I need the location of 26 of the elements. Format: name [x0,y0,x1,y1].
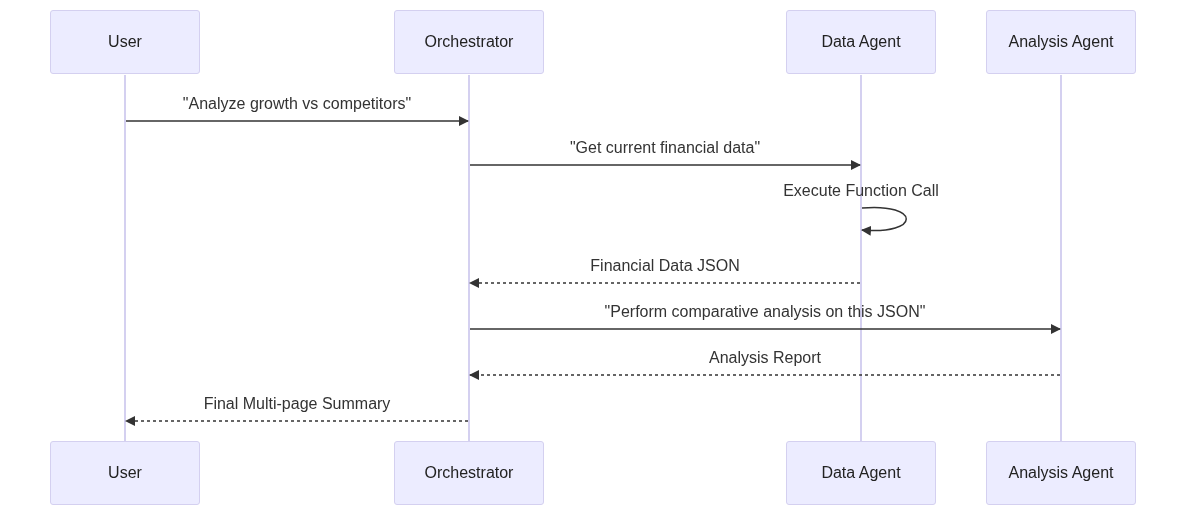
participant-box: Data Agent [786,441,936,505]
reply-arrow [125,416,469,426]
lifeline [468,75,470,441]
self-message-arrow [861,206,907,236]
participant-box: Orchestrator [394,10,544,74]
lifeline [860,75,862,441]
lifeline [1060,75,1062,441]
message-arrow [125,116,469,126]
message-label: "Analyze growth vs competitors" [182,95,412,113]
reply-arrow [469,278,861,288]
message-label: Final Multi-page Summary [203,395,391,413]
participant-box: Analysis Agent [986,10,1136,74]
message-label: Analysis Report [709,349,821,367]
participant-box: Analysis Agent [986,441,1136,505]
message-label: "Perform comparative analysis on this JSON" [604,303,926,321]
participant-box: User [50,10,200,74]
reply-arrow [469,370,1061,380]
message-label: Execute Function Call [783,182,939,200]
message-label: Financial Data JSON [590,257,740,275]
participant-box: User [50,441,200,505]
participant-box: Orchestrator [394,441,544,505]
message-arrow [469,160,861,170]
participant-box: Data Agent [786,10,936,74]
lifeline [124,75,126,441]
message-label: "Get current financial data" [569,139,761,157]
message-arrow [469,324,1061,334]
